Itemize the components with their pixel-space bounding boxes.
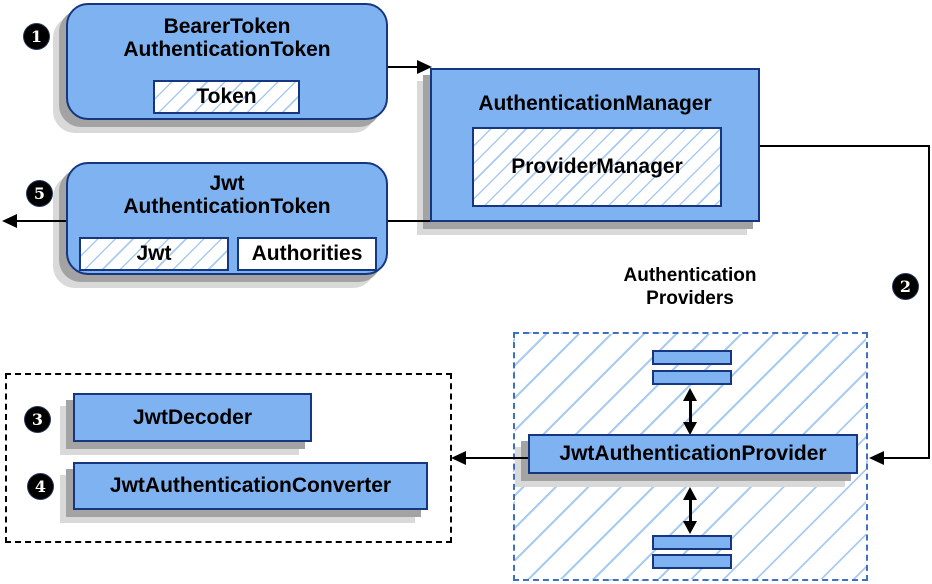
authentication-providers-label-line2: Providers <box>646 288 734 309</box>
double-arrow-icon <box>682 487 698 534</box>
arrow-shaft <box>688 498 692 523</box>
provider-placeholder-bar <box>652 535 732 550</box>
arrow-shaft <box>688 399 692 424</box>
provider-placeholder-bar <box>652 350 732 365</box>
arrowhead-left-icon <box>869 451 884 465</box>
jwt-chip: Jwt <box>79 237 229 271</box>
arrowhead-down-icon <box>683 521 697 534</box>
jwt-node-title-line2: AuthenticationToken <box>123 195 331 218</box>
jwt-node-title: Jwt AuthenticationToken <box>68 172 386 218</box>
authentication-providers-label-line1: Authentication <box>623 265 757 286</box>
arrowhead-up-icon <box>683 487 697 500</box>
manager-to-provider-line-vertical <box>928 145 930 459</box>
token-chip: Token <box>153 80 300 114</box>
double-arrow-icon <box>682 388 698 435</box>
provider-placeholder-bar <box>652 370 732 385</box>
arrowhead-down-icon <box>683 422 697 435</box>
arrowhead-right-icon <box>417 60 432 74</box>
authentication-providers-label: Authentication Providers <box>590 264 790 310</box>
step-1-badge: 1 <box>24 24 49 49</box>
step-4-badge: 4 <box>28 474 53 499</box>
manager-to-provider-line-top <box>760 145 930 147</box>
outgoing-result-line <box>16 220 66 222</box>
jwt-authentication-provider-node: JwtAuthenticationProvider <box>528 434 858 474</box>
jwt-authentication-converter-node: JwtAuthenticationConverter <box>73 462 428 510</box>
step-5-badge: 5 <box>27 181 52 206</box>
bearer-node-title: BearerToken AuthenticationToken <box>68 15 386 61</box>
provider-to-helpers-line <box>466 457 528 459</box>
arrowhead-up-icon <box>683 388 697 401</box>
authorities-chip: Authorities <box>237 237 377 271</box>
jwt-authentication-token-node: Jwt AuthenticationToken Jwt Authorities <box>66 162 388 275</box>
authentication-manager-title: AuthenticationManager <box>478 92 712 115</box>
manager-to-provider-line-bottom <box>884 457 930 459</box>
arrowhead-left-icon <box>2 214 17 228</box>
bearer-to-manager-line <box>388 66 418 68</box>
arrowhead-left-icon <box>451 451 466 465</box>
step-2-badge: 2 <box>893 274 918 299</box>
jwt-decoder-node: JwtDecoder <box>73 393 312 442</box>
authentication-manager-node: AuthenticationManager ProviderManager <box>430 68 760 222</box>
bearer-token-authentication-token-node: BearerToken AuthenticationToken Token <box>66 3 388 120</box>
jwt-node-title-line1: Jwt <box>209 172 245 195</box>
bearer-node-title-line2: AuthenticationToken <box>123 38 331 61</box>
jwt-helpers-container <box>5 373 452 543</box>
manager-to-jwt-token-line <box>388 220 430 222</box>
provider-manager-chip: ProviderManager <box>472 127 722 207</box>
provider-placeholder-bar <box>652 554 732 569</box>
step-3-badge: 3 <box>25 407 50 432</box>
bearer-node-title-line1: BearerToken <box>163 15 291 38</box>
